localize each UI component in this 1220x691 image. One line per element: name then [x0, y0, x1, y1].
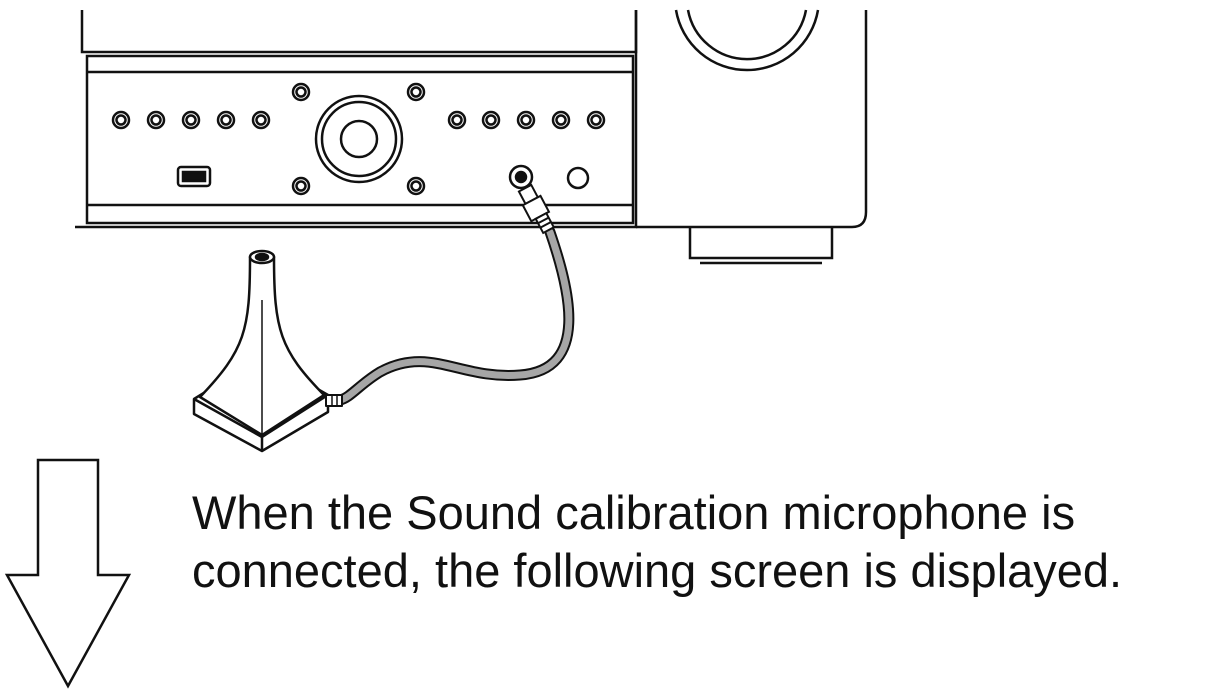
caption-line-1: When the Sound calibration microphone is [192, 486, 1076, 539]
right-button-row [447, 110, 606, 130]
down-arrow-icon [4, 458, 132, 689]
caption-line-2: connected, the following screen is displ… [192, 544, 1123, 597]
cable-plug [517, 183, 556, 235]
instruction-caption: When the Sound calibration microphone is… [192, 484, 1202, 600]
panel-button [185, 114, 197, 126]
receiver-front-panel [75, 9, 868, 265]
headphone-jack-icon [566, 166, 590, 190]
panel-button [555, 114, 567, 126]
panel-button [115, 114, 127, 126]
calibration-microphone [192, 249, 343, 453]
panel-button [451, 114, 463, 126]
mic-jack-icon [508, 164, 534, 190]
usb-port-icon [176, 165, 212, 188]
microphone-cable [334, 226, 575, 406]
panel-button [590, 114, 602, 126]
left-button-row [111, 110, 271, 130]
panel-button [255, 114, 267, 126]
panel-button [520, 114, 532, 126]
panel-button [150, 114, 162, 126]
cursor-control [291, 82, 426, 196]
panel-button [485, 114, 497, 126]
panel-button [220, 114, 232, 126]
